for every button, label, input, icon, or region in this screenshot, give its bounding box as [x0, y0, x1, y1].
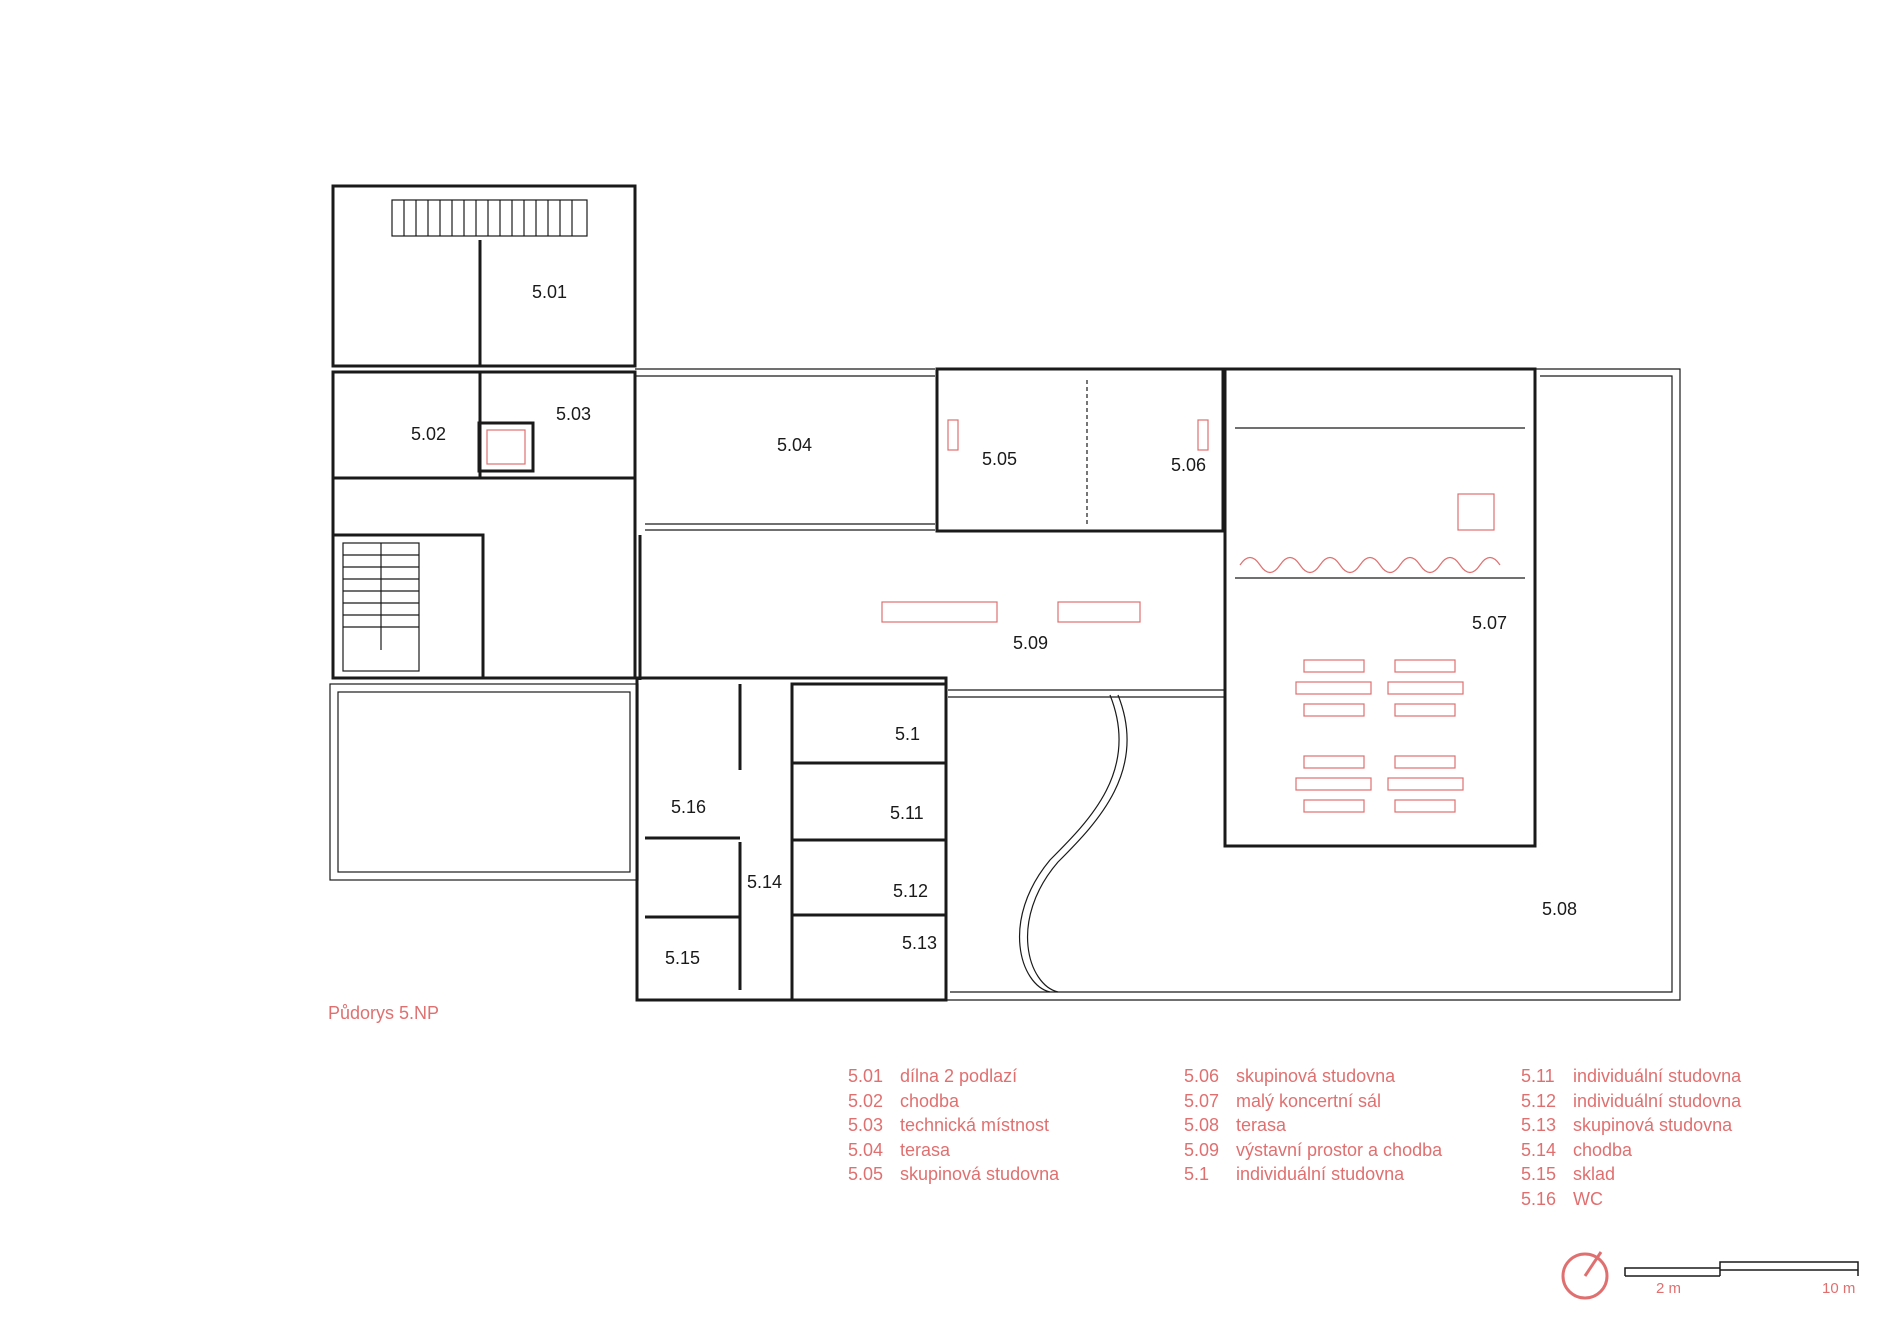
room-label-514: 5.14: [747, 872, 782, 892]
room-label-503: 5.03: [556, 404, 591, 424]
room-label-516: 5.16: [671, 797, 706, 817]
elevator: [477, 421, 535, 473]
concert-seating: [1295, 659, 1464, 813]
scale-bar: [1624, 1261, 1859, 1277]
room-label-506: 5.06: [1171, 455, 1206, 475]
compass-icon: [1561, 1251, 1609, 1300]
room-label-51: 5.1: [895, 724, 920, 744]
scale-label-2m: 2 m: [1656, 1280, 1682, 1297]
wall-concert-hall: [1223, 367, 1537, 848]
room-label-512: 5.12: [893, 881, 928, 901]
room-label-504: 5.04: [777, 435, 812, 455]
room-label-511: 5.11: [890, 803, 924, 823]
terrace-curved-path: [1018, 694, 1120, 993]
scale-label-10m: 10 m: [1822, 1280, 1856, 1297]
staircase-main: [342, 542, 420, 672]
room-label-509: 5.09: [1013, 633, 1048, 653]
room-label-501: 5.01: [532, 282, 567, 302]
wall-left-block: [329, 184, 639, 881]
staircase-top: [391, 199, 588, 237]
wall-corridor-509: [638, 535, 1225, 698]
room-label-502: 5.02: [411, 424, 446, 444]
room-label-513: 5.13: [902, 933, 937, 953]
terrace-outline: [940, 368, 1681, 1001]
wall-study-rooms: [635, 676, 948, 1002]
room-label-508: 5.08: [1542, 899, 1577, 919]
room-label-507: 5.07: [1472, 613, 1507, 633]
room-label-515: 5.15: [665, 948, 700, 968]
wall-room-505-506: [935, 367, 1225, 533]
wall-terrace-504: [635, 368, 935, 531]
room-label-505: 5.05: [982, 449, 1017, 469]
plan-title: Půdorys 5.NP: [328, 1003, 440, 1023]
